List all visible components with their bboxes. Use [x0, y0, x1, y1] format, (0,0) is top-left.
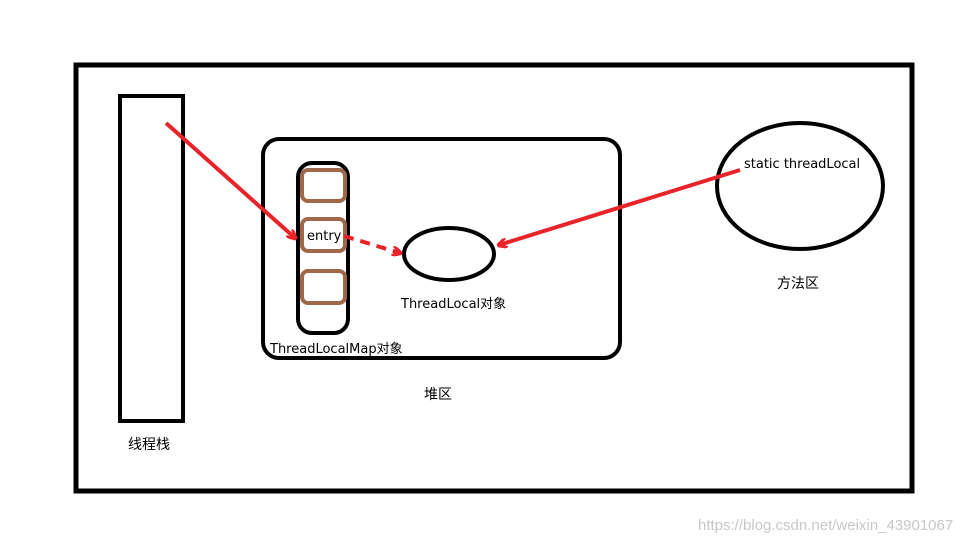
arrow-static-to-thread-local	[499, 168, 741, 245]
outer-frame	[73, 62, 915, 494]
thread-local-object-ellipse	[402, 226, 496, 282]
thread-local-object-label: ThreadLocal对象	[400, 297, 506, 312]
watermark-text: https://blog.csdn.net/weixin_43901067	[698, 517, 953, 534]
arrow-entry-to-thread-local-dashed	[343, 234, 400, 253]
entry-slot-bottom	[300, 269, 347, 305]
heap-box	[261, 137, 622, 360]
method-area-ellipse	[715, 121, 885, 251]
thread-stack-box	[118, 94, 185, 423]
entry-slot-top	[300, 168, 347, 203]
entry-label: entry	[307, 229, 342, 244]
method-area-label: 方法区	[777, 276, 819, 292]
thread-local-map-label: ThreadLocalMap对象	[269, 342, 403, 357]
static-thread-local-label: static threadLocal	[744, 157, 860, 172]
heap-label: 堆区	[424, 387, 452, 403]
arrow-stack-to-entry	[164, 121, 295, 238]
thread-stack-label: 线程栈	[128, 437, 170, 453]
thread-local-map-box	[296, 161, 350, 335]
